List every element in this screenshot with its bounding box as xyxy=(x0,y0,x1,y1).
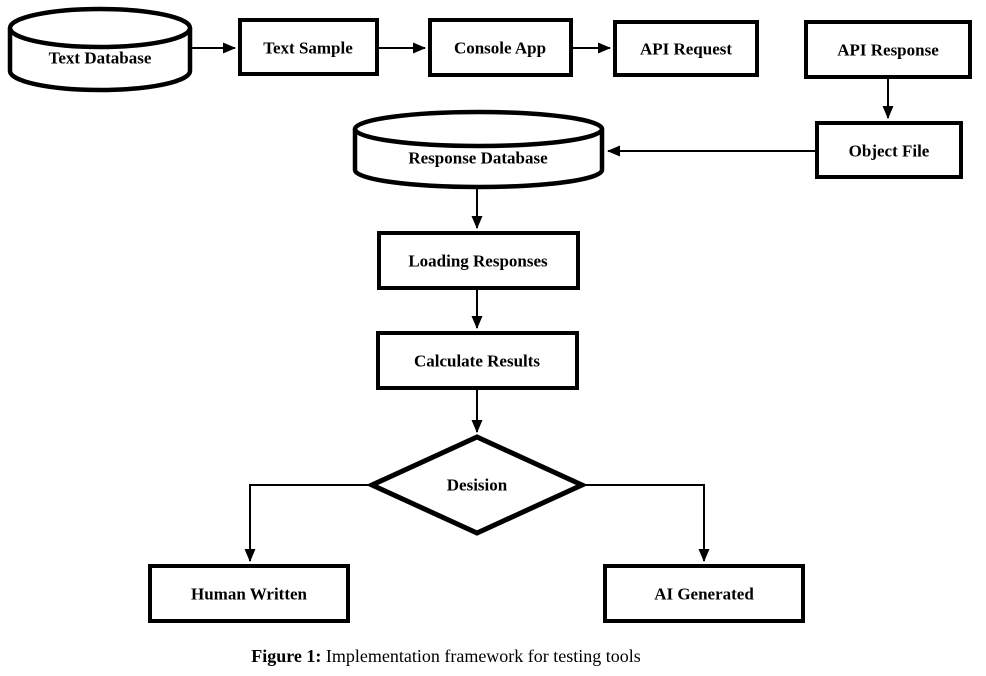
object-file-rect xyxy=(815,121,963,179)
node-response-database: Response Database xyxy=(352,109,605,190)
human-written-label: Human Written xyxy=(191,585,308,604)
node-api-request: API Request xyxy=(613,20,759,77)
node-decision: Desision xyxy=(365,434,589,536)
figure-caption: Figure 1: Implementation framework for t… xyxy=(251,646,641,667)
node-object-file: Object File xyxy=(815,121,963,179)
loading-responses-rect xyxy=(377,231,580,290)
text-sample-label: Text Sample xyxy=(263,39,353,58)
ai-generated-rect xyxy=(603,564,805,623)
node-console-app: Console App xyxy=(428,18,573,77)
loading-responses-label: Loading Responses xyxy=(408,252,548,271)
node-text-sample: Text Sample xyxy=(238,18,379,76)
edge-decision-to-human-written xyxy=(244,484,372,562)
text-database-label: Text Database xyxy=(49,49,152,68)
calculate-results-label: Calculate Results xyxy=(414,352,540,371)
response-database-label: Response Database xyxy=(408,149,548,168)
text-sample-rect xyxy=(238,18,379,76)
edge-decision-to-ai-generated xyxy=(582,484,710,562)
node-loading-responses: Loading Responses xyxy=(377,231,580,290)
calculate-results-rect xyxy=(376,331,579,390)
figure-caption-text: Implementation framework for testing too… xyxy=(321,646,641,666)
response-database-cylinder-top xyxy=(352,109,605,149)
api-response-rect xyxy=(804,20,972,79)
console-app-label: Console App xyxy=(454,39,546,58)
figure-caption-label: Figure 1: xyxy=(251,646,322,666)
node-calculate-results: Calculate Results xyxy=(376,331,579,390)
text-database-cylinder-top xyxy=(7,6,193,50)
human-written-rect xyxy=(148,564,350,623)
api-request-rect xyxy=(613,20,759,77)
decision-label: Desision xyxy=(447,476,508,495)
node-text-database: Text Database xyxy=(7,6,193,93)
api-request-label: API Request xyxy=(640,40,732,59)
node-api-response: API Response xyxy=(804,20,972,79)
ai-generated-label: AI Generated xyxy=(654,585,754,604)
decision-diamond xyxy=(365,434,589,536)
object-file-label: Object File xyxy=(849,142,930,161)
api-response-label: API Response xyxy=(837,41,939,60)
console-app-rect xyxy=(428,18,573,77)
node-human-written: Human Written xyxy=(148,564,350,623)
node-ai-generated: AI Generated xyxy=(603,564,805,623)
